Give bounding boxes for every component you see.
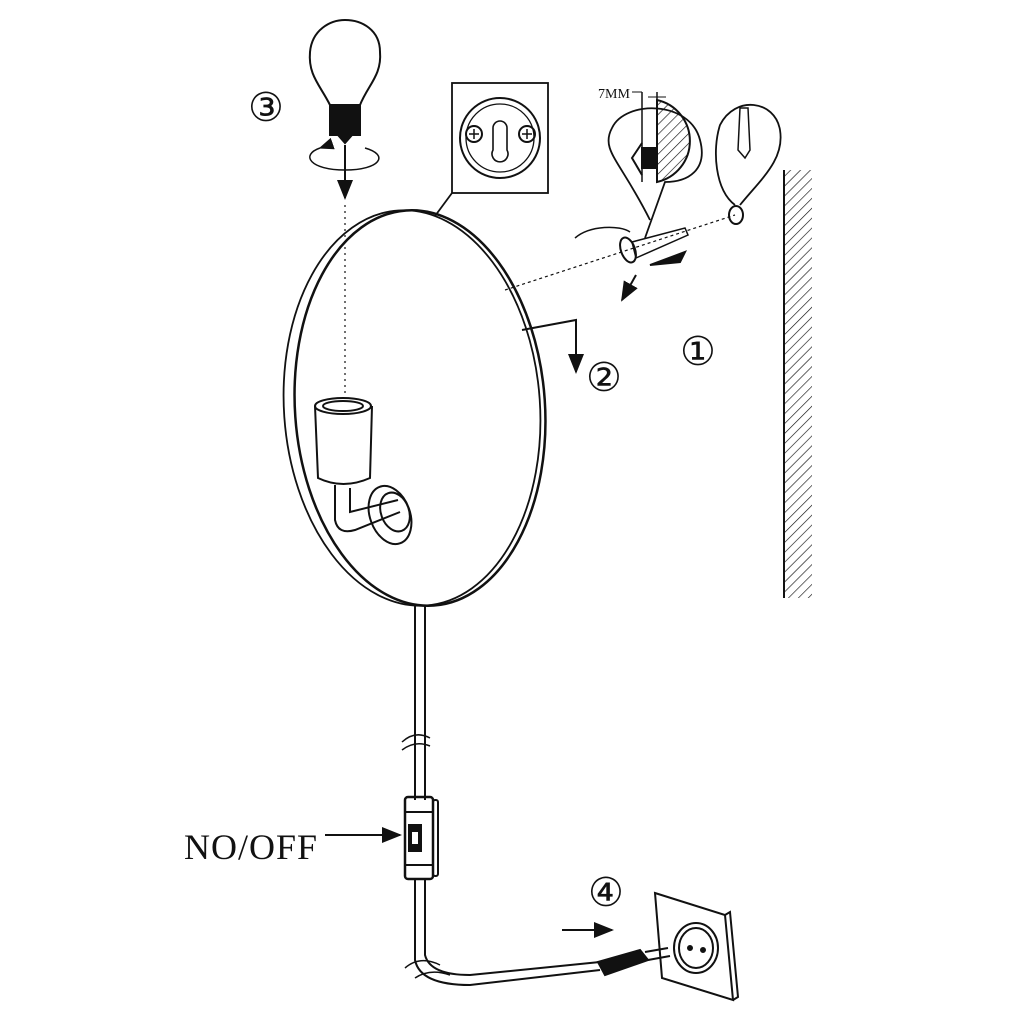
lamp-holder <box>314 397 413 546</box>
switch-label: NO/OFF <box>184 827 319 867</box>
light-bulb-icon <box>308 18 382 395</box>
plug <box>596 947 671 977</box>
lamp-disc <box>282 209 736 607</box>
power-cord <box>401 606 601 987</box>
step-1-label: ① <box>680 329 716 374</box>
screw-detail <box>574 91 782 302</box>
keyhole-bracket-detail <box>434 82 549 217</box>
step-3-label: ③ <box>248 85 284 130</box>
wall-socket <box>653 891 740 1002</box>
dimension-label: 7MM <box>598 87 630 102</box>
step-4-label: ④ <box>588 870 624 915</box>
rotate-arrow <box>521 318 584 374</box>
inline-switch <box>403 795 439 881</box>
wall <box>783 170 812 598</box>
step-2-label: ② <box>586 355 622 400</box>
